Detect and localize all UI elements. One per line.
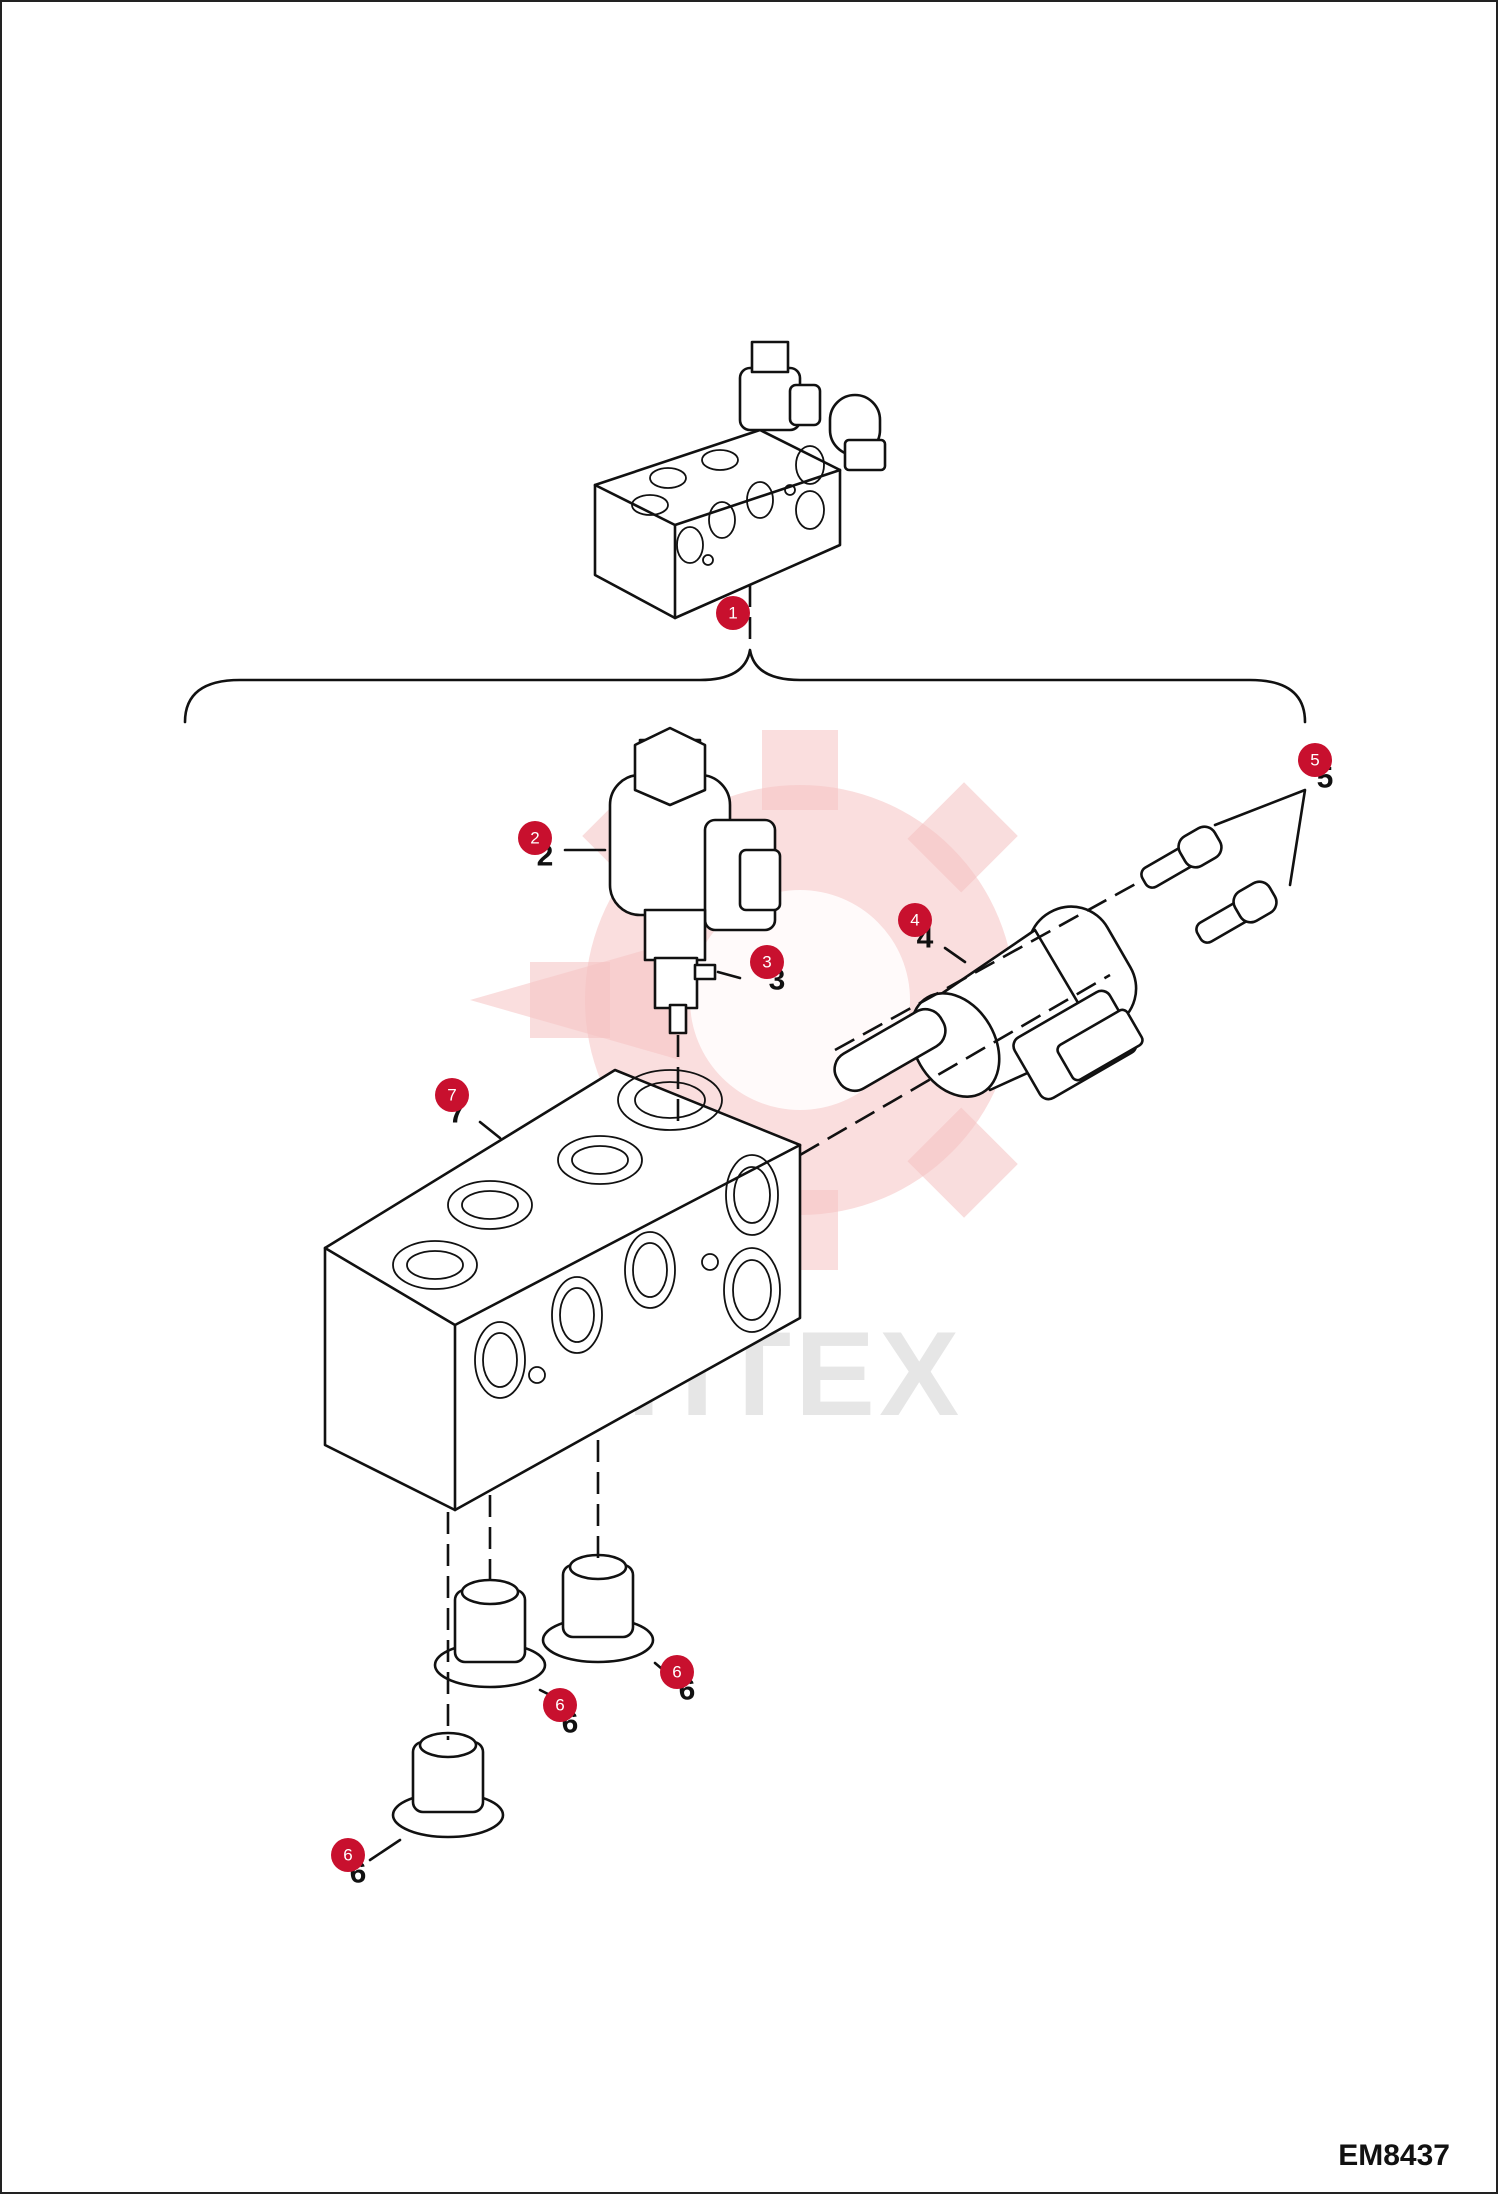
callout-number: 6: [343, 1846, 352, 1865]
callout-number: 4: [910, 911, 919, 930]
callout-c7: 77: [435, 1078, 469, 1130]
tick-7: [478, 1120, 502, 1140]
callout-marker: [716, 596, 750, 630]
drawing-code: EM8437: [1338, 2139, 1450, 2172]
callout-number: 3: [762, 953, 771, 972]
callout-c3: 33: [750, 945, 785, 997]
callout-number: 1: [728, 604, 737, 623]
callout-c1: 1: [716, 596, 750, 630]
plug-2: [541, 1553, 655, 1664]
plug-3: [391, 1731, 505, 1839]
callout-c5: 55: [1298, 743, 1333, 795]
tick-3: [716, 970, 742, 980]
callout-marker: [331, 1838, 365, 1872]
callout-c6b: 66: [660, 1655, 695, 1707]
callout-number: 7: [447, 1086, 456, 1105]
callout-number: 6: [555, 1696, 564, 1715]
tick-4: [943, 946, 967, 964]
callout-number: 5: [1310, 751, 1319, 770]
callout-c4: 44: [898, 903, 934, 955]
tick-6c: [368, 1838, 402, 1862]
leader-4: [799, 973, 1111, 1157]
callout-marker: [435, 1078, 469, 1112]
leader-5: [1213, 788, 1307, 887]
solenoid-coil: [833, 905, 1144, 1101]
callout-number: 2: [530, 829, 539, 848]
callout-marker: [660, 1655, 694, 1689]
callout-number: 6: [672, 1663, 681, 1682]
bolts: [1140, 825, 1278, 944]
callout-c6c: 66: [331, 1838, 366, 1890]
assembly-bracket: [183, 648, 1307, 724]
callout-c2: 22: [518, 821, 553, 873]
callout-marker: [898, 903, 932, 937]
callout-marker: [750, 945, 784, 979]
callout-marker: [1298, 743, 1332, 777]
callout-marker: [543, 1688, 577, 1722]
valve-block: [323, 1068, 802, 1512]
assembly-overview: [593, 340, 887, 620]
solenoid-cartridge: [608, 726, 782, 1035]
callout-marker: [518, 821, 552, 855]
callout-c6a: 66: [543, 1688, 578, 1740]
